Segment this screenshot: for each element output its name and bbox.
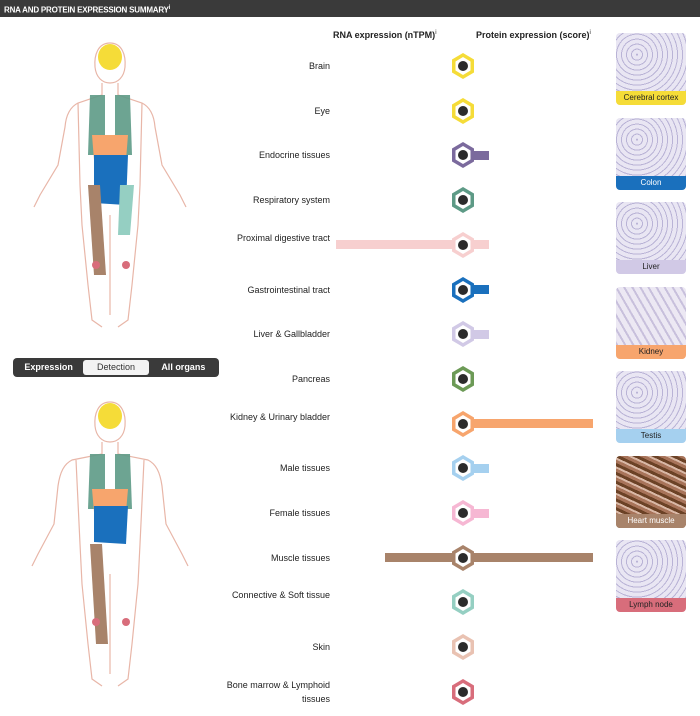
rna-column-title: RNA expression (nTPM) xyxy=(333,30,436,40)
thyroid-icon[interactable] xyxy=(449,141,477,169)
sample-caption: Kidney xyxy=(616,344,686,359)
brain-region[interactable] xyxy=(98,403,122,429)
tissue-label[interactable]: Male tissues xyxy=(279,463,330,474)
lungs-icon[interactable] xyxy=(449,186,477,214)
connective-region[interactable] xyxy=(118,185,134,235)
tissue-label[interactable]: Muscle tissues xyxy=(270,552,330,563)
eye-icon[interactable] xyxy=(449,97,477,125)
body-map-detection[interactable] xyxy=(10,394,210,694)
protein-bar[interactable] xyxy=(463,240,489,250)
sample-caption: Testis xyxy=(616,429,686,443)
skin-icon[interactable] xyxy=(449,633,477,661)
body-outline-icon xyxy=(31,401,189,687)
sample-caption: Lymph node xyxy=(616,598,686,612)
panel-header: RNA AND PROTEIN EXPRESSION SUMMARYi xyxy=(0,0,700,17)
protein-bar[interactable] xyxy=(463,553,593,563)
tissue-label[interactable]: Proximal digestive tract xyxy=(236,232,330,243)
tissue-label[interactable]: Female tissues xyxy=(269,508,330,518)
view-toggle: Expression Detection All organs xyxy=(13,358,219,377)
rna-column-header: RNA expression (nTPM)i xyxy=(333,30,437,40)
tissue-label[interactable]: Pancreas xyxy=(291,373,330,384)
bone-marrow-right-region[interactable] xyxy=(122,618,130,626)
brain-icon[interactable] xyxy=(449,52,477,80)
bone-marrow-icon[interactable] xyxy=(449,678,477,706)
sample-caption: Heart muscle xyxy=(616,513,686,528)
male-reproductive-icon[interactable] xyxy=(449,454,477,482)
tissue-label[interactable]: Respiratory system xyxy=(252,195,330,206)
pancreas-icon[interactable] xyxy=(449,365,477,393)
tissue-label[interactable]: Brain xyxy=(308,61,330,71)
protein-bar[interactable] xyxy=(463,463,489,473)
tissue-label[interactable]: Connective & Soft tissue xyxy=(231,590,330,601)
muscle-region[interactable] xyxy=(88,185,106,275)
panel-title: RNA AND PROTEIN EXPRESSION SUMMARY xyxy=(4,5,169,15)
tissue-label[interactable]: Kidney & Urinary bladder xyxy=(229,411,330,422)
protein-bar[interactable] xyxy=(463,285,489,294)
adipose-icon[interactable] xyxy=(449,588,477,616)
tissue-sample-thumbnail[interactable]: Kidney xyxy=(616,286,686,359)
kidney-icon[interactable] xyxy=(449,410,477,438)
rna-info-icon[interactable]: i xyxy=(435,30,437,36)
protein-column-title: Protein expression (score) xyxy=(476,30,590,40)
toggle-expression[interactable]: Expression xyxy=(24,362,73,372)
tissue-label[interactable]: Endocrine tissues xyxy=(258,150,330,161)
toggle-detection[interactable]: Detection xyxy=(83,360,149,375)
tissue-sample-thumbnail[interactable]: Cerebral cortex xyxy=(616,33,686,105)
tissue-sample-thumbnail[interactable]: Lymph node xyxy=(616,540,686,612)
tissue-sample-thumbnail[interactable]: Colon xyxy=(616,117,686,190)
panel-title-info-icon[interactable]: i xyxy=(168,5,171,11)
gi-region[interactable] xyxy=(94,155,128,205)
tissue-sample-thumbnail[interactable]: Liver xyxy=(616,202,686,274)
protein-info-icon[interactable]: i xyxy=(589,30,591,36)
tissue-label[interactable]: Eye xyxy=(314,105,330,116)
tissue-sample-thumbnail[interactable]: Testis xyxy=(616,371,686,443)
bone-marrow-left-region[interactable] xyxy=(92,618,100,626)
sample-caption: Liver xyxy=(616,260,686,274)
protein-column-header: Protein expression (score)i xyxy=(476,30,591,40)
protein-bar[interactable] xyxy=(463,419,593,429)
sample-caption: Cerebral cortex xyxy=(616,91,686,105)
body-outline-icon xyxy=(33,42,187,328)
tissue-label[interactable]: Liver & Gallbladder xyxy=(253,329,330,340)
gi-region[interactable] xyxy=(94,506,128,544)
body-map-expression[interactable] xyxy=(10,35,210,335)
protein-bar[interactable] xyxy=(463,329,489,339)
liver-region[interactable] xyxy=(92,135,128,160)
bone-marrow-right-region[interactable] xyxy=(122,261,130,269)
rna-bar[interactable] xyxy=(335,240,463,250)
protein-bar[interactable] xyxy=(463,508,489,518)
tissue-label[interactable]: Bone marrow & Lymphoid tissues xyxy=(226,679,330,704)
brain-region[interactable] xyxy=(98,44,122,70)
rna-bar[interactable] xyxy=(385,553,463,563)
tissue-label[interactable]: Skin xyxy=(312,642,330,653)
mouth-icon[interactable] xyxy=(449,231,477,259)
heart-icon[interactable] xyxy=(449,544,477,572)
tissue-sample-thumbnail[interactable]: Heart muscle xyxy=(616,455,686,528)
stomach-icon[interactable] xyxy=(449,276,477,304)
tissue-label[interactable]: Gastrointestinal tract xyxy=(247,284,330,295)
sample-caption: Colon xyxy=(616,175,686,190)
protein-bar[interactable] xyxy=(463,150,489,160)
bone-marrow-left-region[interactable] xyxy=(92,261,100,269)
liver-icon[interactable] xyxy=(449,320,477,348)
uterus-icon[interactable] xyxy=(449,499,477,527)
toggle-all-organs[interactable]: All organs xyxy=(161,362,206,372)
